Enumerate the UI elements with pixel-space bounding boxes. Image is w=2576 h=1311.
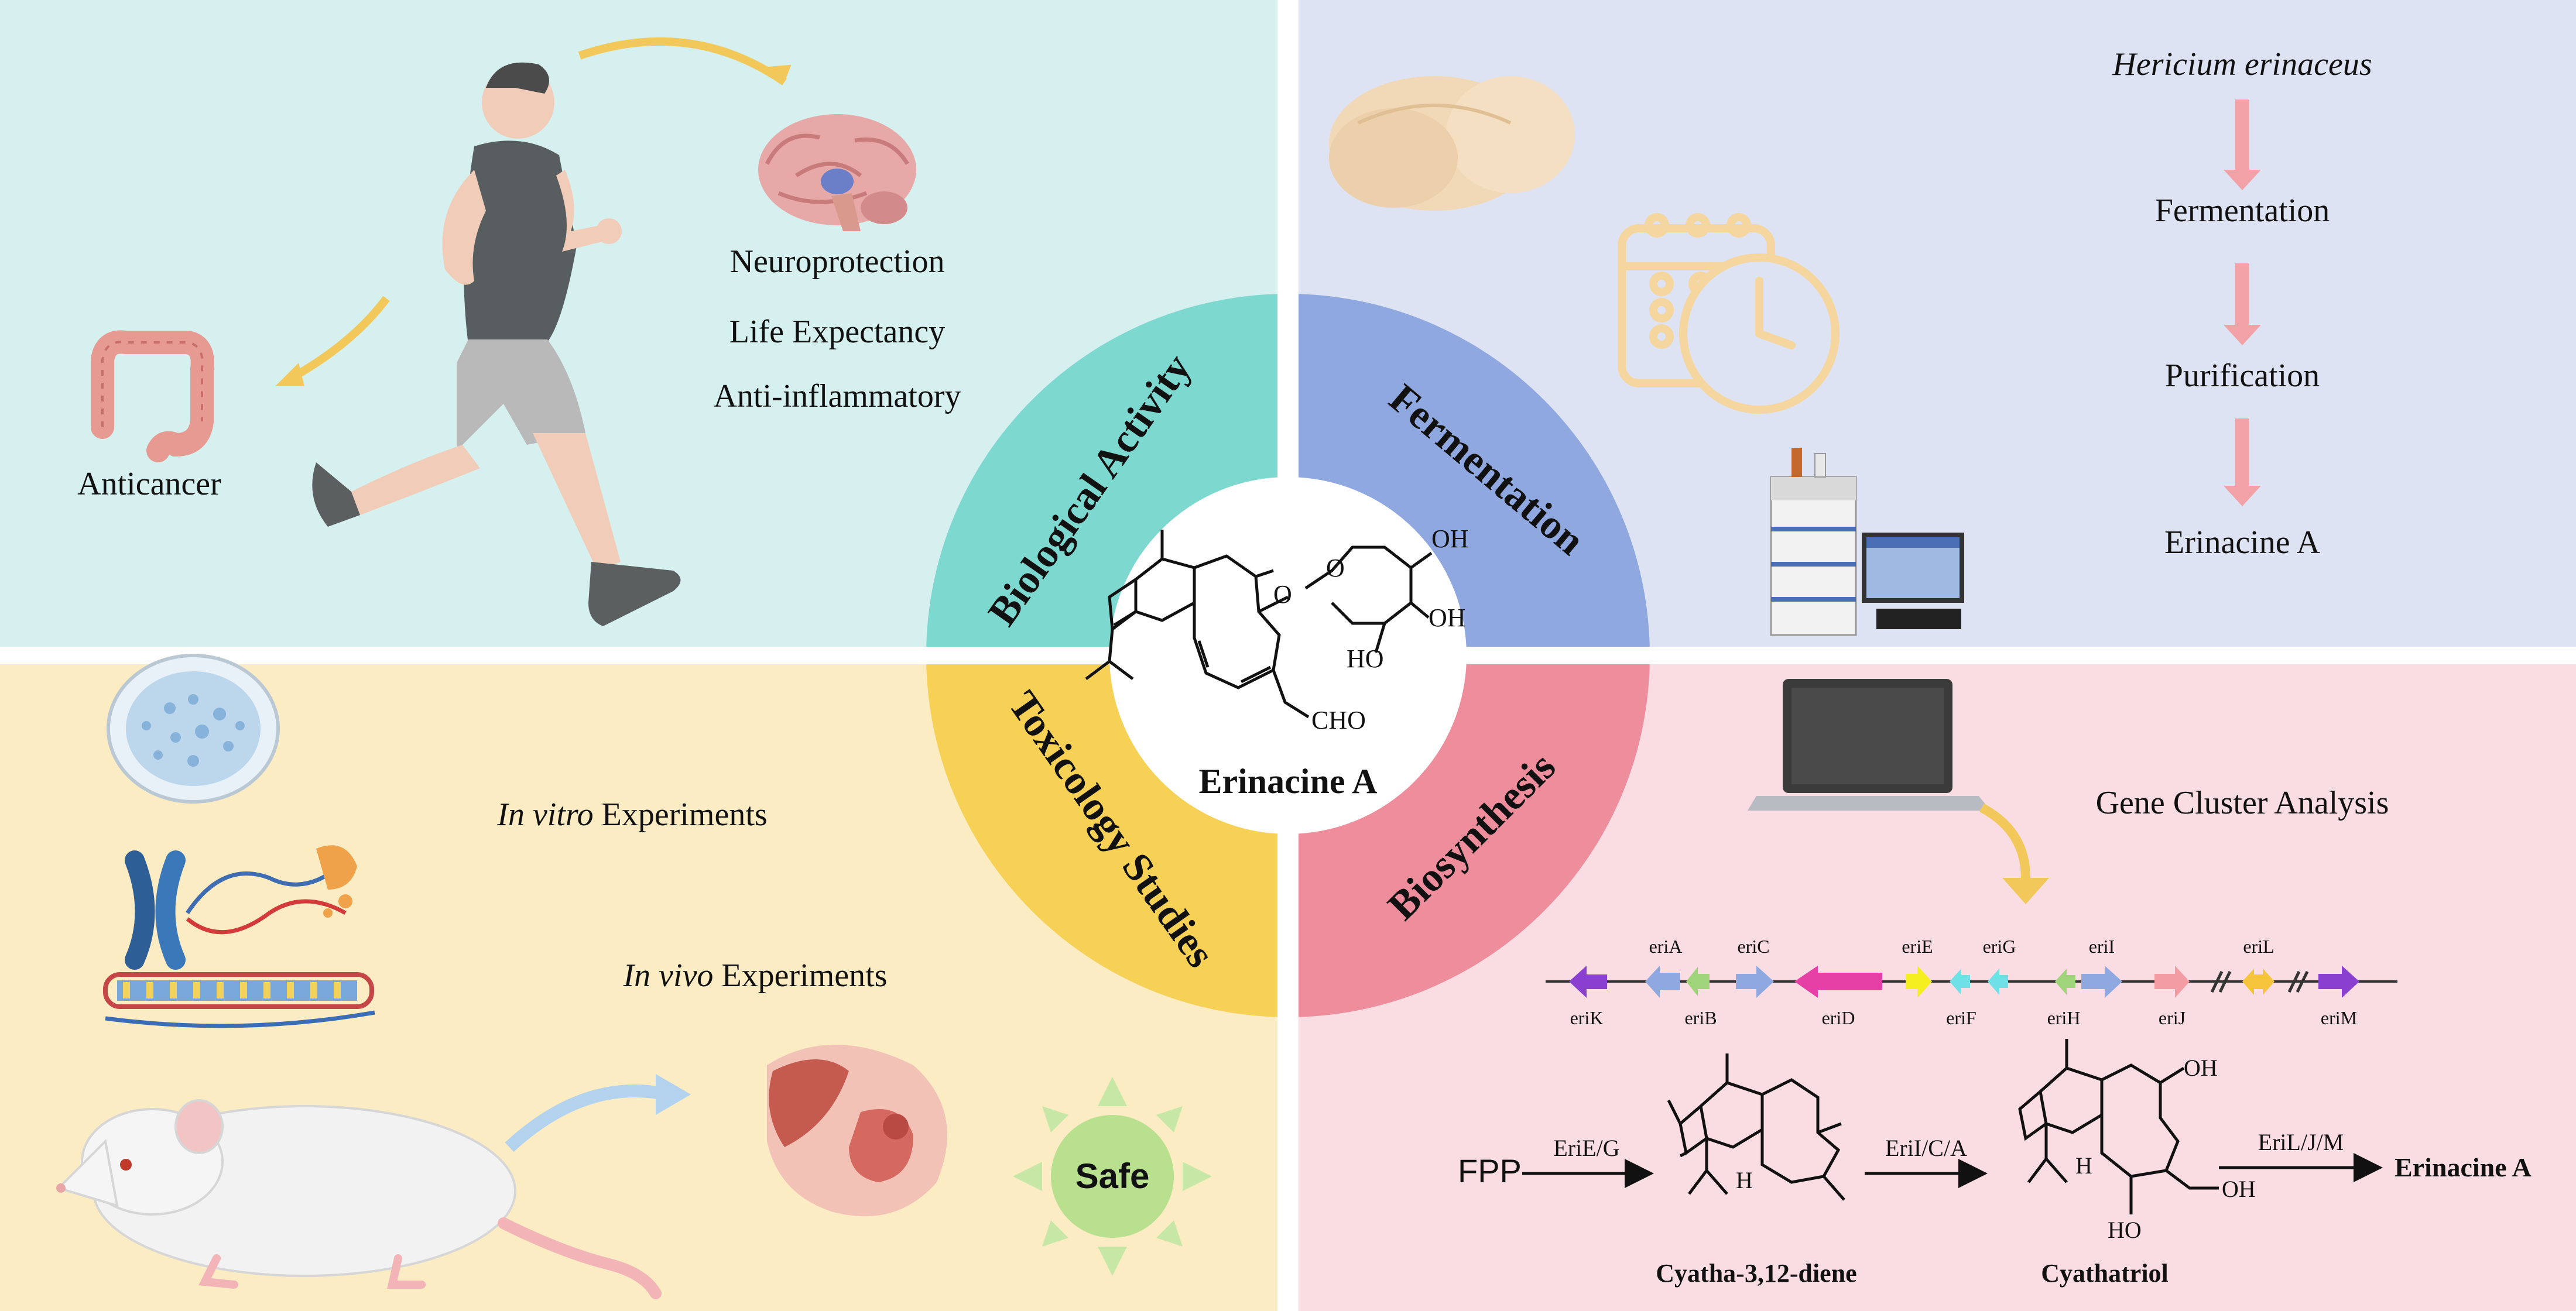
gene-eriM	[2318, 966, 2359, 998]
pathway-product-erinacine-a: Erinacine A	[2395, 1152, 2532, 1182]
cyathatriol-structure	[2018, 1039, 2219, 1214]
ring-segment-biological-activity	[926, 294, 1288, 656]
gene-label-eriD: eriD	[1822, 1007, 1855, 1028]
brain-icon	[758, 114, 916, 231]
laptop-icon	[1748, 679, 1991, 811]
erinacine-oh-2: OH	[1429, 603, 1466, 632]
step-erinacine-a: Erinacine A	[2164, 524, 2320, 561]
effect-life-expectancy: Life Expectancy	[729, 314, 945, 350]
gene-eriA	[1645, 966, 1680, 998]
step-hericium-erinaceus: Hericium erinaceus	[2112, 46, 2372, 83]
gene-eriH	[2055, 969, 2075, 995]
ring-segment-fermentation	[1288, 294, 1650, 656]
arrow-to-colon	[285, 296, 390, 385]
step-fermentation: Fermentation	[2155, 193, 2330, 229]
gene-cluster-analysis-title: Gene Cluster Analysis	[2096, 785, 2389, 821]
erinacine-ho: HO	[1347, 644, 1384, 673]
intermediate-cyatha-3-12-diene: Cyatha-3,12-diene	[1656, 1259, 1856, 1288]
cyathatriol-oh-top: OH	[2184, 1055, 2218, 1081]
arrow-to-gene-cluster	[1979, 803, 2030, 878]
gene-label-eriF: eriF	[1946, 1007, 1976, 1028]
cyathatriol-ho-bottom: HO	[2108, 1217, 2142, 1243]
gene-label-eriK: eriK	[1570, 1007, 1604, 1028]
gene-label-eriE: eriE	[1902, 936, 1933, 957]
erinacine-cho: CHO	[1311, 706, 1366, 735]
gene-eriK	[1569, 966, 1607, 998]
effect-anti-inflammatory: Anti-inflammatory	[713, 378, 961, 414]
gene-eriE	[1906, 966, 1932, 998]
gene-eriB	[1686, 967, 1710, 996]
erinacine-oh-1: OH	[1431, 524, 1469, 553]
safe-sun-icon	[1013, 1077, 1212, 1276]
gene-eriF	[1950, 969, 1970, 995]
cyathatriol-h: H	[2075, 1152, 2092, 1179]
rat-icon	[56, 1099, 662, 1299]
gene-label-eriA: eriA	[1649, 936, 1683, 957]
gene-label-eriB: eriB	[1684, 1007, 1717, 1028]
gene-cluster: eriA eriC eriE eriG eriI eriL eriK eriB …	[1546, 936, 2397, 1028]
gene-label-eriI: eriI	[2089, 936, 2115, 957]
gene-eriC	[1736, 966, 1774, 998]
petri-dish-icon	[107, 654, 280, 804]
flow-arrow-1	[2224, 99, 2261, 190]
cyathadiene-structure	[1667, 1053, 1845, 1201]
gene-label-eriJ: eriJ	[2159, 1007, 2186, 1028]
gene-eriD	[1794, 966, 1882, 998]
erinacine-o-ring: O	[1326, 554, 1345, 582]
gene-label-eriH: eriH	[2047, 1007, 2081, 1028]
arrow-to-organ	[505, 1085, 669, 1152]
gene-eriL	[2242, 969, 2274, 995]
in-vivo-experiments: In vivo Experiments	[623, 957, 888, 994]
cyathadiene-h: H	[1736, 1167, 1753, 1193]
enzyme-eriI-C-A: EriI/C/A	[1885, 1135, 1967, 1161]
erinacine-a-structure	[1085, 530, 1433, 719]
enzyme-eriE-G: EriE/G	[1553, 1135, 1619, 1161]
embryo-organ-icon	[767, 1045, 947, 1217]
gene-eriG	[1988, 969, 2008, 995]
mushroom-icon	[1329, 76, 1575, 211]
ring-segment-toxicology	[926, 656, 1288, 1017]
gene-label-eriG: eriG	[1983, 936, 2016, 957]
arrow-to-brain	[578, 37, 787, 85]
center-compound-name: Erinacine A	[1198, 762, 1377, 801]
runner-illustration	[312, 62, 681, 626]
flow-arrow-3	[2224, 418, 2261, 506]
ring-segment-biosynthesis	[1288, 656, 1650, 1017]
effect-neuroprotection: Neuroprotection	[730, 243, 945, 280]
gene-label-eriM: eriM	[2321, 1007, 2357, 1028]
gene-eriI	[2081, 966, 2122, 998]
in-vitro-experiments: In vitro Experiments	[496, 797, 767, 833]
hplc-instrument-icon	[1770, 448, 1964, 636]
effect-anticancer: Anticancer	[77, 466, 221, 502]
chromosome-dna-icon	[103, 845, 375, 1028]
step-purification: Purification	[2165, 358, 2320, 394]
safe-label: Safe	[1075, 1156, 1150, 1196]
intermediate-cyathatriol: Cyathatriol	[2041, 1259, 2169, 1288]
biosynthesis-pathway: FPP EriE/G H Cyatha-3,12-diene EriI/C/A …	[1458, 1039, 2532, 1288]
erinacine-o-link: O	[1273, 580, 1292, 609]
gene-eriJ	[2154, 966, 2190, 998]
cyathatriol-oh-side: OH	[2222, 1176, 2256, 1202]
colon-icon	[91, 330, 214, 462]
gene-label-eriC: eriC	[1737, 936, 1769, 957]
enzyme-eriL-J-M: EriL/J/M	[2258, 1129, 2344, 1155]
flow-arrow-2	[2224, 263, 2261, 345]
gene-label-eriL: eriL	[2243, 936, 2274, 957]
fermentation-flow: Hericium erinaceus Fermentation Purifica…	[2112, 46, 2372, 561]
calendar-clock-icon	[1618, 213, 1839, 414]
pathway-start-fpp: FPP	[1458, 1152, 1522, 1189]
